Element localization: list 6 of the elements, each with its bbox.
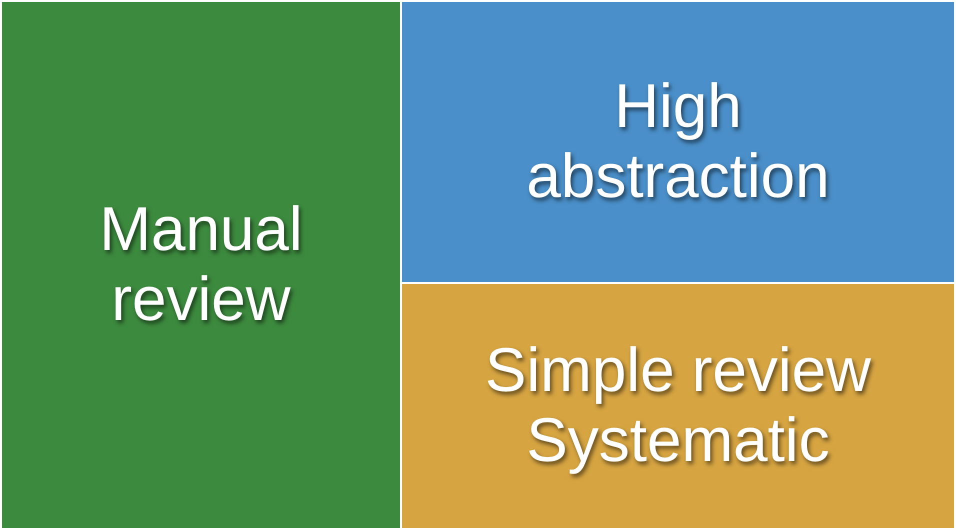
panel-label: High abstraction <box>525 72 831 212</box>
colored-panel <box>402 2 954 282</box>
panel-label: Simple review Systematic <box>484 336 872 476</box>
panel-label: Manual review <box>98 195 304 335</box>
colored-panel <box>402 284 954 528</box>
colored-panel <box>2 2 400 528</box>
